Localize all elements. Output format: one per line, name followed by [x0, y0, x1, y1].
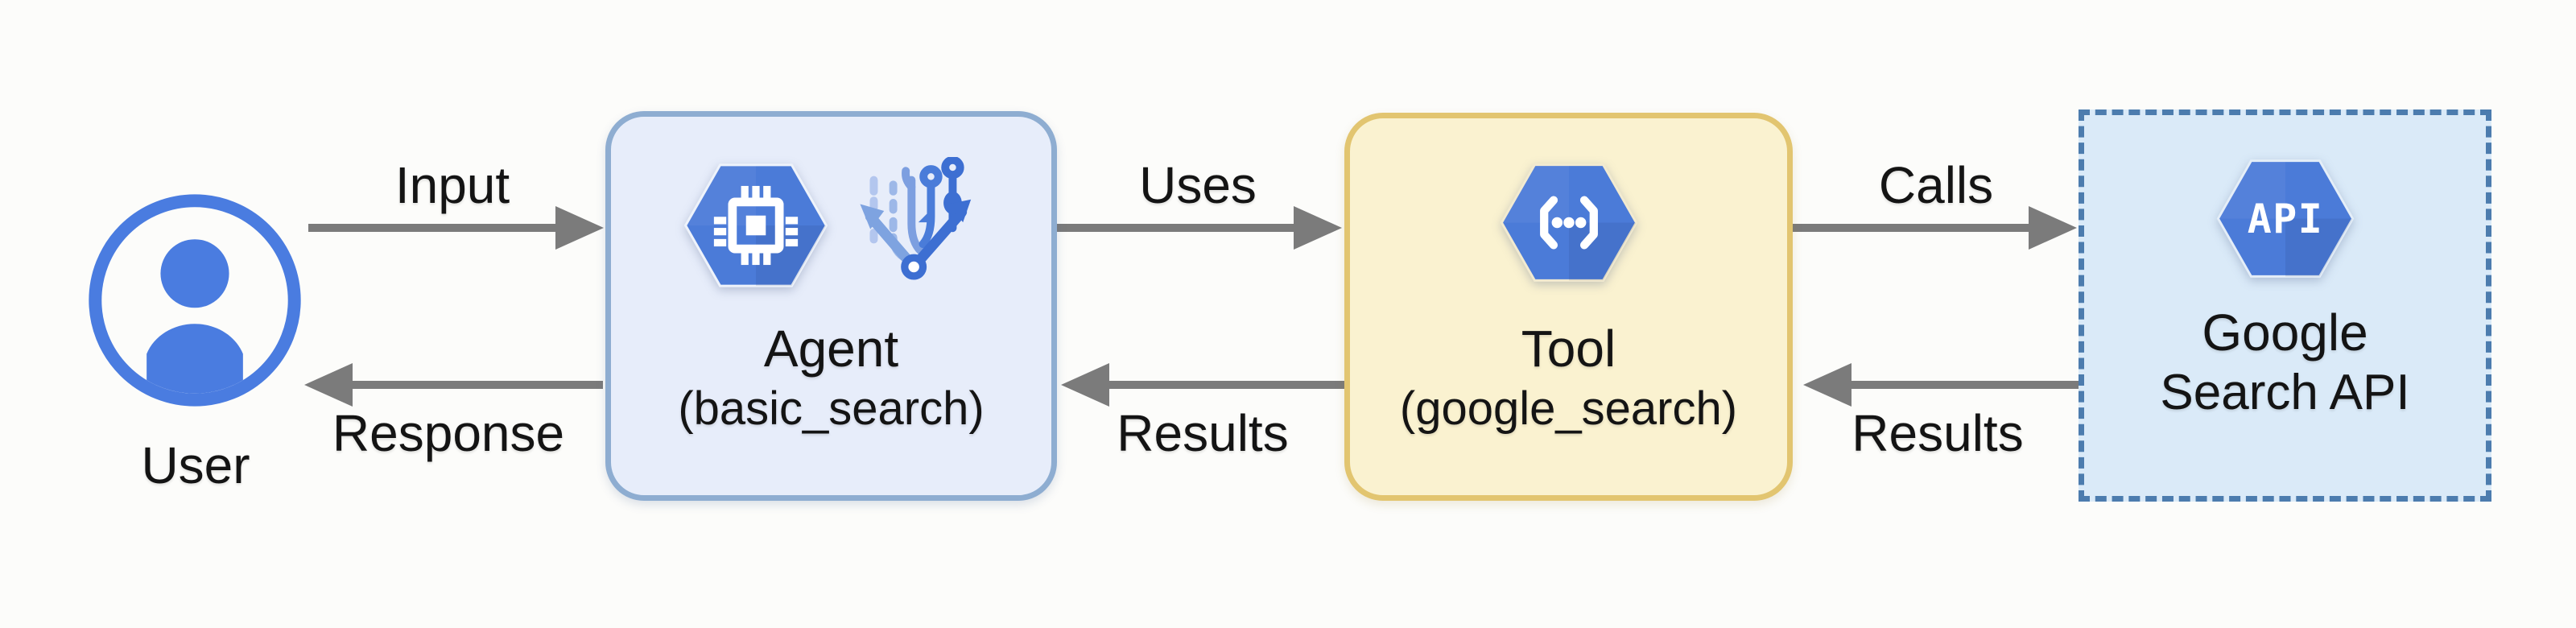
tool-subtitle: (google_search): [1399, 382, 1738, 435]
agent-subtitle: (basic_search): [678, 382, 985, 435]
agent-title: Agent: [763, 320, 899, 378]
edge-label-results-agent: Results: [1117, 404, 1289, 462]
uses-arrow-icon: [1057, 206, 1342, 250]
response-arrow-icon: [304, 363, 603, 407]
user-icon: [89, 194, 301, 407]
edge-label-input: Input: [394, 156, 510, 214]
user-label: User: [141, 436, 250, 494]
google-search-api-node: API Google Search API: [2079, 109, 2491, 502]
tool-title: Tool: [1521, 320, 1616, 378]
api-title-line1: Google: [2202, 304, 2368, 362]
edge-label-calls: Calls: [1878, 156, 1994, 214]
api-badge-text: API: [2247, 196, 2322, 242]
results-agent-arrow-icon: [1061, 363, 1344, 407]
results-tool-arrow-icon: [1803, 363, 2079, 407]
branch-circuit-icon: [860, 157, 972, 280]
api-hexagon-icon: API: [2216, 159, 2354, 278]
edge-label-response: Response: [332, 404, 565, 462]
agent-node: Agent (basic_search): [605, 111, 1057, 501]
edge-label-results-tool: Results: [1852, 404, 2024, 462]
api-title-line2: Search API: [2160, 365, 2410, 420]
input-arrow-icon: [308, 206, 604, 250]
code-brackets-hexagon-icon: [1500, 163, 1637, 282]
edge-label-uses: Uses: [1139, 156, 1257, 214]
tool-node: Tool (google_search): [1344, 113, 1793, 501]
cpu-hexagon-icon: [683, 163, 828, 287]
calls-arrow-icon: [1793, 206, 2077, 250]
